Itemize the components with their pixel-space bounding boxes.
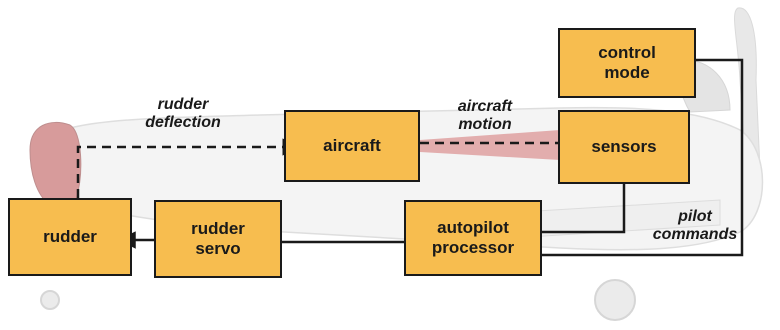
- rudder-servo-label: rudder servo: [191, 219, 245, 258]
- autopilot-processor-box: autopilot processor: [404, 200, 542, 276]
- sensors-box: sensors: [558, 110, 690, 184]
- rudder-deflection-label: rudder deflection: [128, 96, 238, 133]
- aircraft-label: aircraft: [323, 136, 381, 156]
- rudder-box: rudder: [8, 198, 132, 276]
- aircraft-box: aircraft: [284, 110, 420, 182]
- autopilot-processor-label: autopilot processor: [432, 218, 514, 257]
- rudder-to-aircraft-line: [78, 147, 298, 198]
- rudder-servo-box: rudder servo: [154, 200, 282, 278]
- sensors-label: sensors: [591, 137, 656, 157]
- rudder-label: rudder: [43, 227, 97, 247]
- pilot-commands-label: pilot commands: [640, 208, 750, 245]
- aircraft-motion-label: aircraft motion: [430, 98, 540, 135]
- control-mode-label: control mode: [598, 43, 656, 82]
- control-mode-box: control mode: [558, 28, 696, 98]
